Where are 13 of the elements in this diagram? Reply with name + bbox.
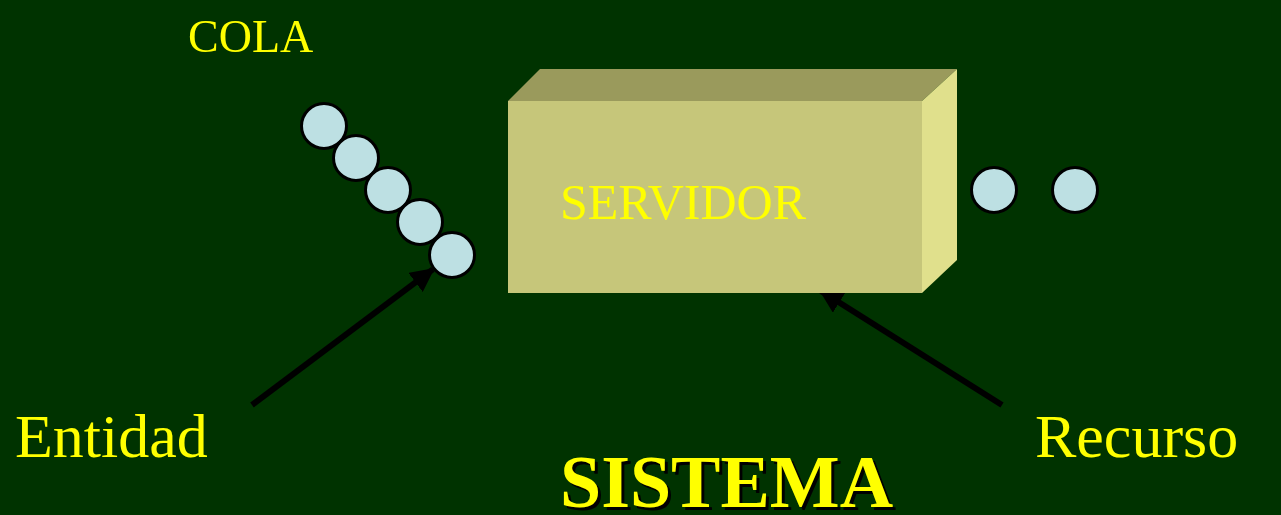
departing-entity-circle — [970, 166, 1018, 214]
departing-entity-circle — [1051, 166, 1099, 214]
server-label: SERVIDOR — [560, 177, 807, 227]
queue-entity-circle — [396, 198, 444, 246]
queue-label: COLA — [188, 14, 314, 60]
system-title: SISTEMA — [560, 445, 894, 515]
queue-entity-circle — [332, 134, 380, 182]
callout-label: Entidad — [15, 405, 208, 467]
queue-entity-circle — [364, 166, 412, 214]
queue-entity-circle — [300, 102, 348, 150]
queue-entity-circle — [428, 231, 476, 279]
leader-arrow — [250, 267, 435, 408]
callout-label: Recurso — [1035, 405, 1239, 467]
